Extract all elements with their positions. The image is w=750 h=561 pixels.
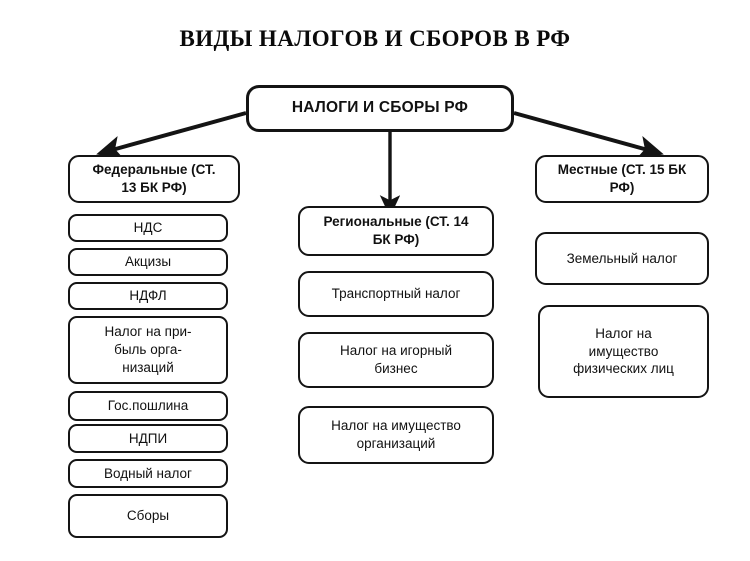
node-federal-item-profit-tax[interactable]: Налог на при- быль орга- низаций bbox=[68, 316, 228, 384]
node-federal-item-fees[interactable]: Сборы bbox=[68, 494, 228, 538]
node-federal-item-ndpi[interactable]: НДПИ bbox=[68, 424, 228, 453]
node-regional-item-transport-tax[interactable]: Транспортный налог bbox=[298, 271, 494, 317]
node-local-item-individual-property-tax[interactable]: Налог на имущество физических лиц bbox=[538, 305, 709, 398]
node-root-taxes-and-fees[interactable]: НАЛОГИ И СБОРЫ РФ bbox=[246, 85, 514, 132]
node-local-item-land-tax[interactable]: Земельный налог bbox=[535, 232, 709, 285]
arrow-to-federal bbox=[96, 111, 247, 160]
node-regional-item-org-property-tax[interactable]: Налог на имущество организаций bbox=[298, 406, 494, 464]
node-federal-item-excise[interactable]: Акцизы bbox=[68, 248, 228, 276]
node-federal-header[interactable]: Федеральные (СТ. 13 БК РФ) bbox=[68, 155, 240, 203]
node-local-header[interactable]: Местные (СТ. 15 БК РФ) bbox=[535, 155, 709, 203]
page-title: ВИДЫ НАЛОГОВ И СБОРОВ В РФ bbox=[179, 26, 571, 51]
node-federal-item-water-tax[interactable]: Водный налог bbox=[68, 459, 228, 488]
node-regional-header[interactable]: Региональные (СТ. 14 БК РФ) bbox=[298, 206, 494, 256]
node-regional-item-gambling-tax[interactable]: Налог на игорный бизнес bbox=[298, 332, 494, 388]
node-federal-item-ndfl[interactable]: НДФЛ bbox=[68, 282, 228, 310]
node-federal-item-vat[interactable]: НДС bbox=[68, 214, 228, 242]
node-federal-item-state-duty[interactable]: Гос.пошлина bbox=[68, 391, 228, 421]
arrow-to-local bbox=[513, 111, 664, 160]
